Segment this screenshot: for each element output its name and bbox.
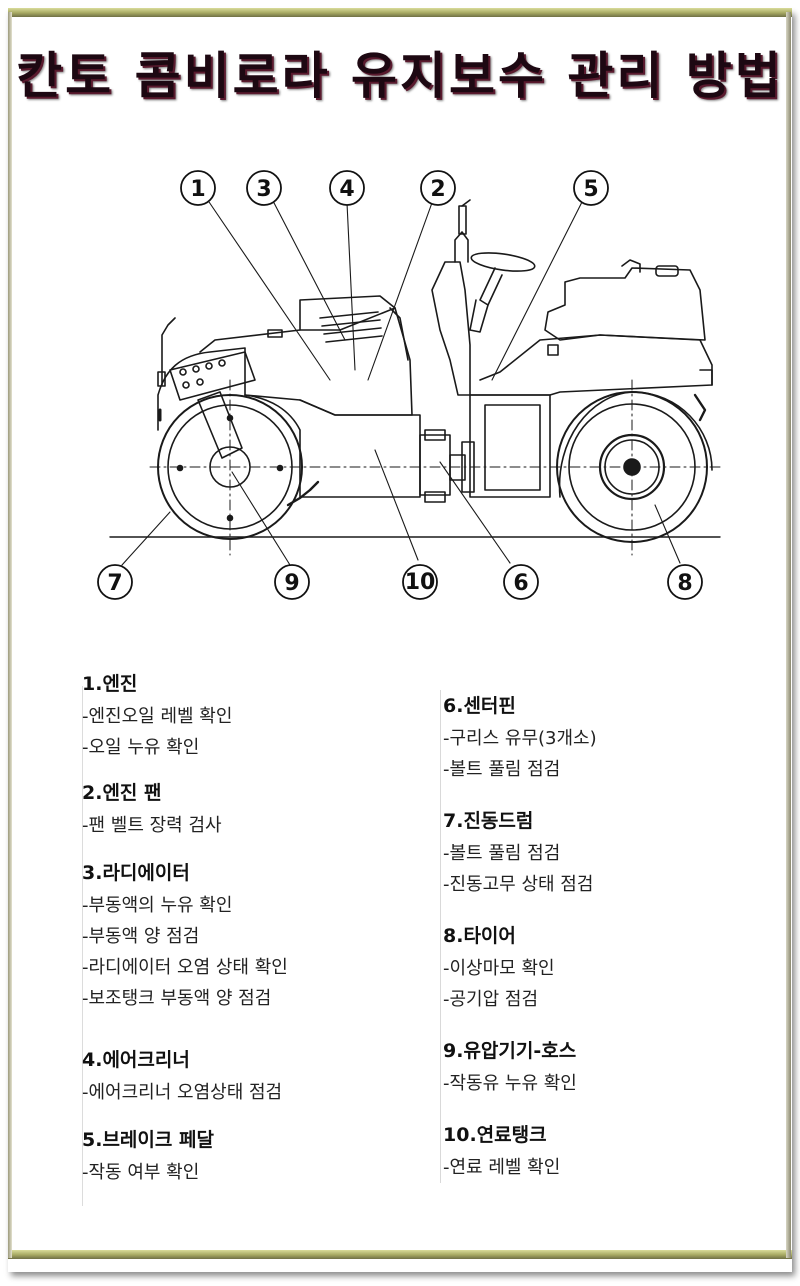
svg-text:5: 5 — [583, 177, 598, 202]
section-vibration-drum: 7.진동드럼 -볼트 풀림 점검 -진동고무 상태 점검 — [443, 805, 783, 900]
callout-4: 4 — [329, 170, 365, 206]
fuel-tank-cover — [544, 267, 706, 341]
check-item: -작동유 누유 확인 — [443, 1073, 577, 1094]
section-brake-pedal: 5.브레이크 페달 -작동 여부 확인 — [82, 1124, 422, 1188]
section-center-pin: 6.센터핀 -구리스 유무(3개소) -볼트 풀림 점검 — [443, 690, 783, 785]
check-item: -연료 레벨 확인 — [443, 1157, 561, 1178]
check-item: -에어크리너 오염상태 점검 — [82, 1082, 283, 1103]
section-tire: 8.타이어 -이상마모 확인 -공기압 점검 — [443, 920, 783, 1015]
callout-10: 10 — [402, 564, 438, 600]
callout-3: 3 — [246, 170, 282, 206]
section-fuel-tank: 10.연료탱크 -연료 레벨 확인 — [443, 1119, 783, 1183]
section-title: 10.연료탱크 — [443, 1124, 547, 1146]
section-title: 2.엔진 팬 — [82, 782, 162, 804]
center-pin — [419, 434, 451, 496]
check-item: -보조탱크 부동액 양 점검 — [82, 988, 272, 1009]
drum-arm — [197, 391, 243, 459]
front-frame — [157, 347, 421, 498]
right-checklist: 6.센터핀 -구리스 유무(3개소) -볼트 풀림 점검 7.진동드럼 -볼트 … — [440, 690, 783, 1183]
leader-lines — [121, 198, 681, 566]
vibration-drum — [157, 379, 303, 556]
frame-right-edge — [786, 12, 791, 1258]
check-item: -작동 여부 확인 — [82, 1162, 200, 1183]
check-item: -진동고무 상태 점검 — [443, 874, 594, 895]
callout-2: 2 — [420, 170, 456, 206]
svg-text:9: 9 — [284, 571, 299, 596]
check-item: -부동액의 누유 확인 — [82, 895, 233, 916]
check-item: -이상마모 확인 — [443, 958, 555, 979]
roller-diagram: 1 3 4 2 5 7 9 10 6 8 — [97, 170, 721, 600]
callout-6: 6 — [503, 564, 539, 600]
section-title: 9.유압기기-호스 — [443, 1040, 577, 1062]
poster-frame — [8, 10, 792, 1272]
svg-text:2: 2 — [430, 177, 445, 202]
callouts: 1 3 4 2 5 7 9 10 6 8 — [97, 170, 703, 600]
check-item: -부동액 양 점검 — [82, 926, 200, 947]
check-item: -볼트 풀림 점검 — [443, 843, 561, 864]
rear-body — [469, 334, 713, 396]
section-title: 7.진동드럼 — [443, 810, 534, 832]
section-title: 3.라디에이터 — [82, 862, 190, 884]
seat-back — [431, 261, 471, 396]
rear-tire — [556, 379, 713, 556]
svg-text:3: 3 — [256, 177, 271, 202]
check-item: -오일 누유 확인 — [82, 737, 200, 758]
section-engine: 1.엔진 -엔진오일 레벨 확인 -오일 누유 확인 — [82, 668, 422, 763]
section-engine-fan: 2.엔진 팬 -팬 벨트 장력 검사 — [82, 777, 422, 841]
callout-9: 9 — [274, 564, 310, 600]
check-item: -볼트 풀림 점검 — [443, 759, 561, 780]
frame-left-edge — [8, 12, 12, 1258]
frame-bottom-edge — [8, 1250, 792, 1259]
hydraulic-hose — [286, 480, 320, 507]
callout-1: 1 — [180, 170, 216, 206]
section-title: 6.센터핀 — [443, 695, 516, 717]
svg-text:6: 6 — [513, 571, 528, 596]
section-title: 8.타이어 — [443, 925, 516, 947]
svg-text:8: 8 — [677, 571, 692, 596]
left-checklist: 1.엔진 -엔진오일 레벨 확인 -오일 누유 확인 2.엔진 팬 -팬 벨트 … — [82, 668, 422, 1188]
section-title: 5.브레이크 페달 — [82, 1129, 214, 1151]
steering-wheel — [470, 252, 536, 272]
callout-5: 5 — [573, 170, 609, 206]
svg-text:1: 1 — [190, 177, 205, 202]
page-title: 칸토 콤비로라 유지보수 관리 방법 — [16, 47, 784, 105]
frame-top-edge — [8, 8, 792, 17]
check-item: -공기압 점검 — [443, 989, 539, 1010]
check-item: -엔진오일 레벨 확인 — [82, 706, 233, 727]
svg-text:4: 4 — [339, 177, 354, 202]
section-hydraulic-hose: 9.유압기기-호스 -작동유 누유 확인 — [443, 1035, 783, 1099]
section-air-cleaner: 4.에어크리너 -에어크리너 오염상태 점검 — [82, 1044, 422, 1108]
left-column-rule — [82, 686, 83, 1206]
section-title: 4.에어크리너 — [82, 1049, 190, 1071]
check-item: -팬 벨트 장력 검사 — [82, 815, 222, 836]
section-radiator: 3.라디에이터 -부동액의 누유 확인 -부동액 양 점검 -라디에이터 오염 … — [82, 857, 422, 1014]
section-title: 1.엔진 — [82, 673, 138, 695]
rear-chassis-box — [469, 394, 551, 498]
svg-text:7: 7 — [107, 571, 122, 596]
check-item: -라디에이터 오염 상태 확인 — [82, 957, 288, 978]
callout-8: 8 — [667, 564, 703, 600]
callout-7: 7 — [97, 564, 133, 600]
svg-text:10: 10 — [405, 570, 436, 595]
control-panel — [169, 351, 256, 401]
check-item: -구리스 유무(3개소) — [443, 728, 597, 749]
